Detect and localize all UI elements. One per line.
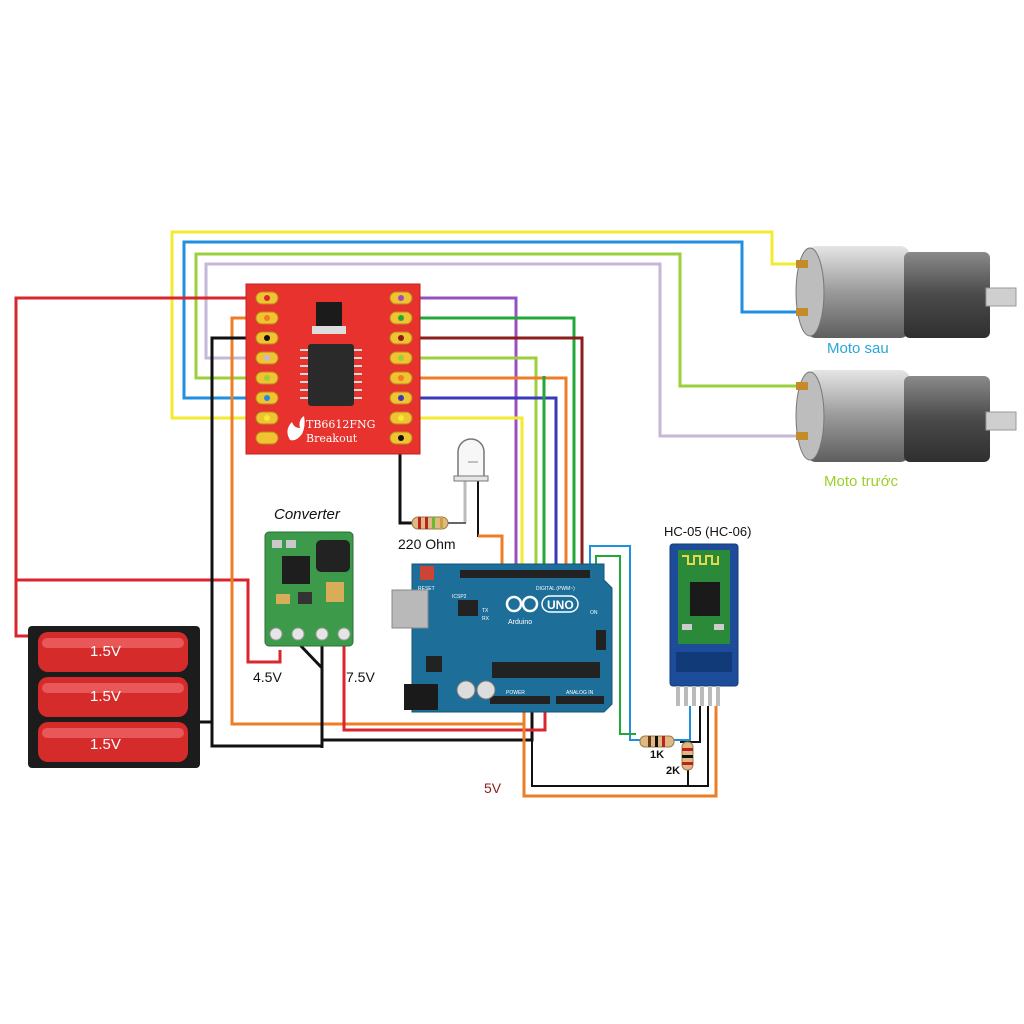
- bluetooth-title: HC-05 (HC-06): [664, 524, 751, 539]
- power-jack: [404, 684, 438, 710]
- wire-blue-motor: [182, 240, 800, 400]
- analog-header: [556, 696, 604, 704]
- wire-bt-gnd2: [688, 706, 709, 787]
- wire-black-gnd-driver: [210, 336, 322, 748]
- bluetooth-module: [669, 543, 739, 706]
- wire-black-converter-gnd2: [298, 643, 324, 670]
- wire-yellow2: [404, 416, 524, 570]
- wire-bt-vcc: [522, 706, 718, 798]
- digital-header: [460, 570, 590, 578]
- wire-lime-motor: [194, 252, 800, 388]
- wire-black-arduino-gnd: [322, 712, 534, 742]
- wire-orange2: [404, 376, 568, 570]
- wire-orange-led-pin: [478, 534, 504, 570]
- led: [453, 438, 489, 482]
- battery-pack: 1.5V 1.5V 1.5V: [28, 626, 200, 768]
- arduino-brand: Arduino: [508, 619, 532, 626]
- arduino-tx-text: TX: [482, 608, 489, 614]
- wire-black-led: [398, 438, 412, 525]
- converter-out-label: 7.5V: [346, 669, 375, 685]
- power-5v-label: 5V: [484, 780, 502, 796]
- arduino-on-text: ON: [590, 610, 598, 616]
- wire-purple: [404, 296, 518, 570]
- converter-in-label: 4.5V: [253, 669, 282, 685]
- arduino-icsp-text: ICSP2: [452, 594, 467, 600]
- wire-yellow-motor: [170, 230, 800, 420]
- converter-board: [264, 531, 354, 647]
- arduino-logo: UNO: [547, 598, 574, 612]
- motor-front-label: Moto trước: [824, 473, 899, 490]
- driver-cap: [316, 302, 342, 326]
- driver-subname: Breakout: [306, 432, 358, 445]
- wire-lavender-motor: [204, 262, 800, 438]
- wire-darkred: [404, 336, 584, 570]
- sparkfun-flame-icon: [287, 416, 305, 441]
- chip-pins: [300, 349, 362, 399]
- driver-pad-dots: [264, 295, 404, 441]
- arduino-reset-text: RESET: [418, 586, 435, 592]
- divider-r2-label: 2K: [666, 765, 680, 777]
- arduino-uno: UNO Arduino RESET ICSP2 DIGITAL (PWM~) T…: [391, 563, 613, 713]
- battery-cell-3-label: 1.5V: [90, 736, 121, 753]
- driver-pads-right: [389, 291, 413, 445]
- usb-port: [391, 589, 429, 629]
- wire-led-leg2: [477, 480, 490, 537]
- driver-name: TB6612FNG: [306, 418, 375, 431]
- wire-orange-vcc: [230, 316, 526, 726]
- motor-driver-board: TB6612FNG Breakout: [245, 283, 421, 455]
- motor-rear-label: Moto sau: [827, 340, 889, 357]
- battery-cell-1-label: 1.5V: [90, 643, 121, 660]
- resistor-2k: [681, 741, 694, 771]
- reset-button: [420, 566, 434, 580]
- resistor-label: 220 Ohm: [398, 536, 456, 552]
- arduino-rx-text: RX: [482, 616, 490, 622]
- converter-title: Converter: [274, 506, 341, 523]
- battery-cell-2-label: 1.5V: [90, 688, 121, 705]
- resistor-1k: [639, 735, 675, 748]
- wire-indigo: [404, 396, 558, 570]
- wire-red-battery-vm: [14, 296, 268, 638]
- motor-front: Moto trước: [795, 370, 1017, 490]
- wire-lime2: [404, 356, 538, 570]
- wire-bt-tx: [589, 545, 691, 741]
- bluetooth-pins: [676, 686, 720, 706]
- wire-bt-rx: [595, 555, 636, 735]
- arduino-infinity-icon: [505, 595, 539, 613]
- resistor-220: [411, 516, 466, 530]
- arduino-power-text: POWER: [506, 690, 525, 696]
- wire-red-vin: [342, 645, 547, 732]
- arduino-digital-text: DIGITAL (PWM~): [536, 586, 575, 592]
- wire-green: [404, 316, 576, 570]
- divider-r1-label: 1K: [650, 749, 664, 761]
- atmega-chip: [492, 662, 600, 678]
- wires: [14, 230, 800, 798]
- wire-red-converter-in: [16, 578, 282, 664]
- driver-chip: [308, 344, 354, 406]
- power-header: [490, 696, 550, 704]
- arduino-analog-text: ANALOG IN: [566, 690, 594, 696]
- motor-rear: Moto sau: [795, 246, 1017, 357]
- antenna-trace-icon: [682, 555, 719, 565]
